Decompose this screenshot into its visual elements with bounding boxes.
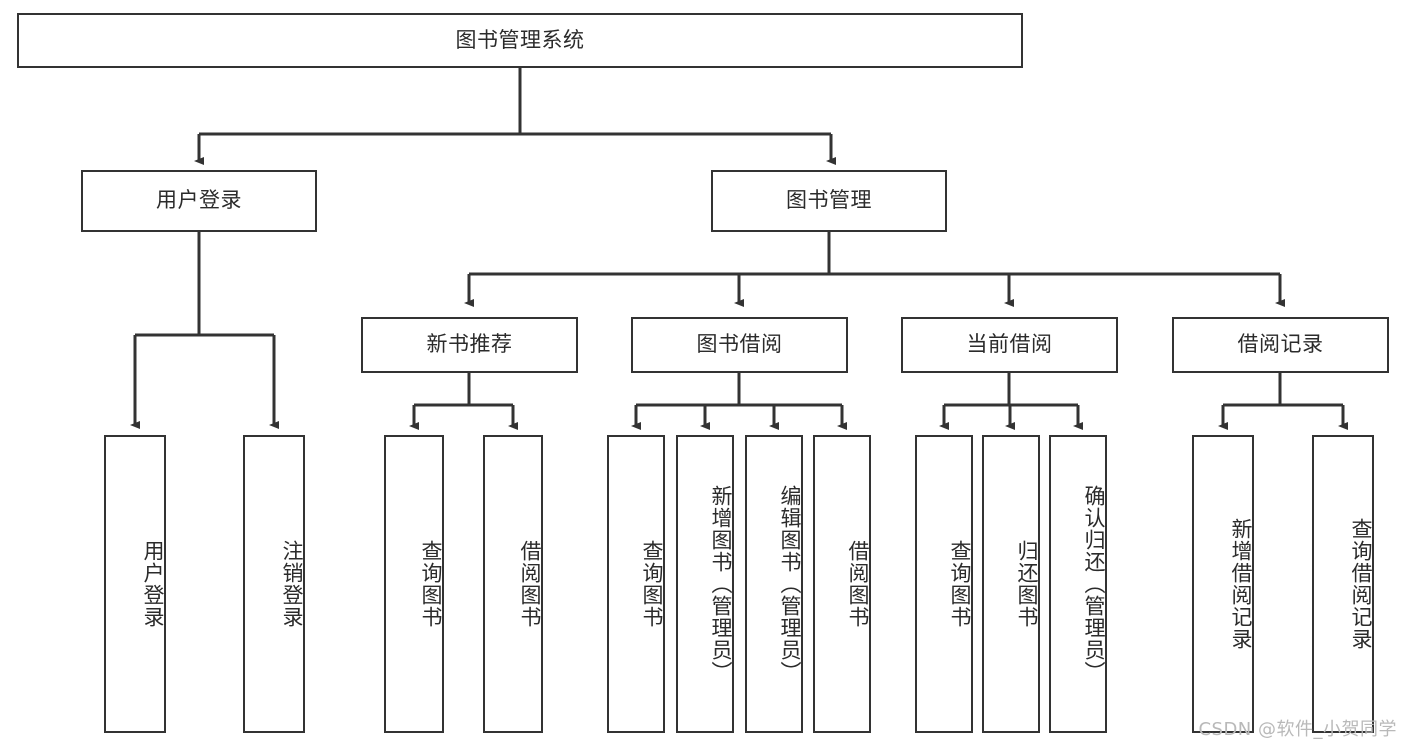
leaf-borrow-book-1[interactable]: 借阅图书: [483, 435, 543, 733]
leaf-query-book-3[interactable]: 查询图书: [915, 435, 973, 733]
node-current-borrow-label: 当前借阅: [966, 332, 1053, 357]
node-book-borrow[interactable]: 图书借阅: [631, 317, 848, 373]
node-book-borrow-label: 图书借阅: [696, 332, 783, 357]
node-borrow-record[interactable]: 借阅记录: [1172, 317, 1389, 373]
csdn-watermark: CSDN @软件_小贺同学: [1198, 719, 1397, 740]
leaf-return-book-label: 归还图书: [1015, 540, 1039, 628]
node-user-login[interactable]: 用户登录: [81, 170, 317, 232]
leaf-query-book-2-label: 查询图书: [640, 540, 664, 628]
leaf-logout-login[interactable]: 注销登录: [243, 435, 305, 733]
node-root[interactable]: 图书管理系统: [17, 13, 1023, 68]
leaf-query-record-label: 查询借阅记录: [1349, 518, 1373, 650]
leaf-query-record[interactable]: 查询借阅记录: [1312, 435, 1374, 733]
node-user-login-label: 用户登录: [156, 188, 242, 213]
leaf-borrow-book-2[interactable]: 借阅图书: [813, 435, 871, 733]
leaf-add-book-label: 新增图书（管理员）: [709, 485, 733, 683]
node-current-borrow[interactable]: 当前借阅: [901, 317, 1118, 373]
leaf-return-book[interactable]: 归还图书: [982, 435, 1040, 733]
node-book-management[interactable]: 图书管理: [711, 170, 947, 232]
leaf-query-book-3-label: 查询图书: [948, 540, 972, 628]
leaf-query-book-1-label: 查询图书: [419, 540, 443, 628]
node-borrow-record-label: 借阅记录: [1237, 332, 1324, 357]
leaf-query-book-2[interactable]: 查询图书: [607, 435, 665, 733]
leaf-borrow-book-2-label: 借阅图书: [846, 540, 870, 628]
leaf-add-record[interactable]: 新增借阅记录: [1192, 435, 1254, 733]
leaf-add-book[interactable]: 新增图书（管理员）: [676, 435, 734, 733]
node-new-book-recommend-label: 新书推荐: [426, 332, 513, 357]
leaf-logout-login-label: 注销登录: [280, 540, 304, 628]
leaf-confirm-return[interactable]: 确认归还（管理员）: [1049, 435, 1107, 733]
node-new-book-recommend[interactable]: 新书推荐: [361, 317, 578, 373]
node-root-label: 图书管理系统: [455, 27, 585, 52]
node-book-management-label: 图书管理: [786, 188, 872, 213]
leaf-edit-book-label: 编辑图书（管理员）: [778, 485, 802, 683]
leaf-query-book-1[interactable]: 查询图书: [384, 435, 444, 733]
leaf-borrow-book-1-label: 借阅图书: [518, 540, 542, 628]
leaf-user-login[interactable]: 用户登录: [104, 435, 166, 733]
leaf-edit-book[interactable]: 编辑图书（管理员）: [745, 435, 803, 733]
leaf-user-login-label: 用户登录: [141, 540, 165, 628]
leaf-add-record-label: 新增借阅记录: [1229, 518, 1253, 650]
leaf-confirm-return-label: 确认归还（管理员）: [1082, 485, 1106, 683]
